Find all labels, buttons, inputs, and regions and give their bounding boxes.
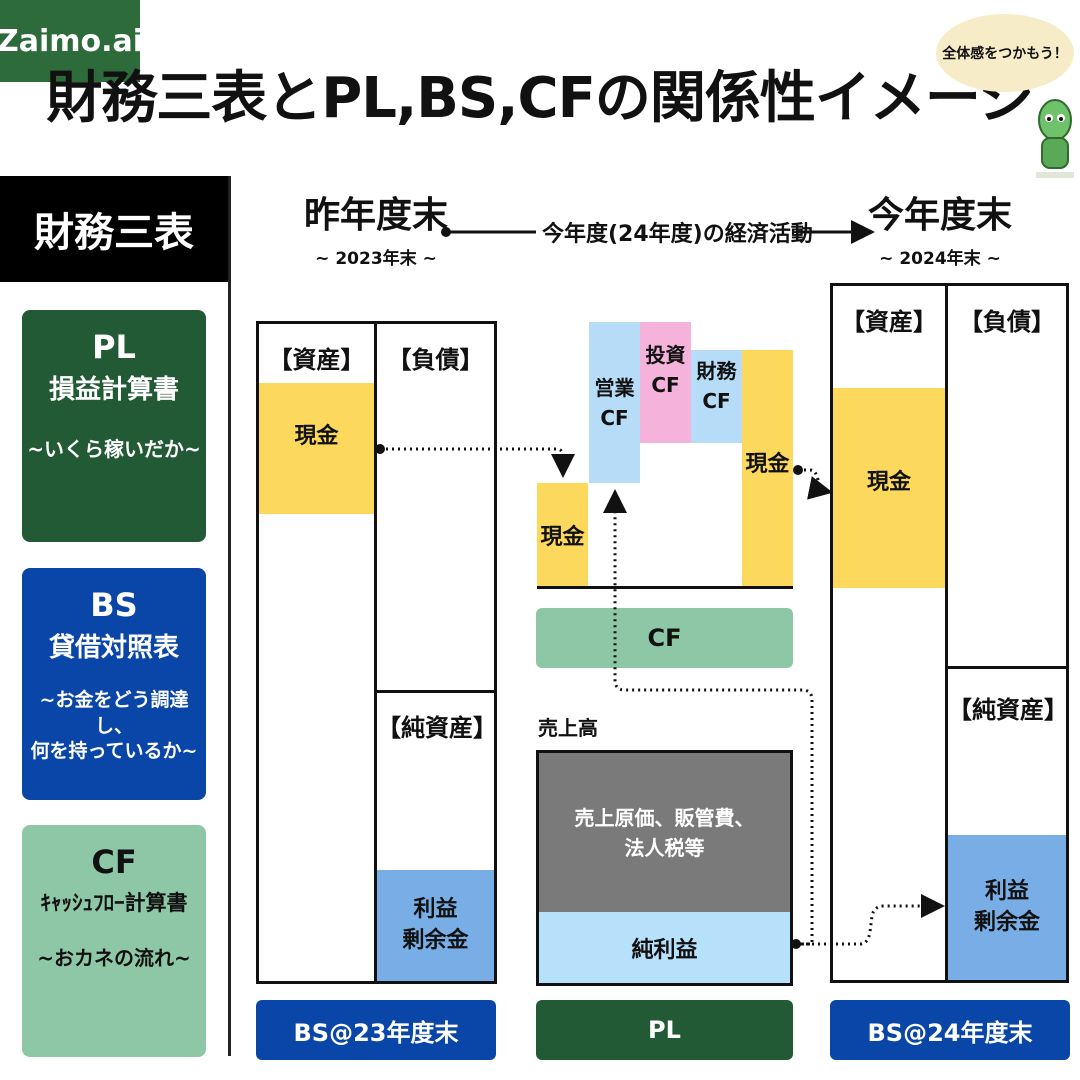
bs-curr-retained: 利益 剰余金 xyxy=(948,835,1066,980)
cf-operating-line1: 営業 xyxy=(594,375,635,400)
timeline-connector xyxy=(441,220,875,244)
card-cf-name: ｷｬｯｼｭﾌﾛｰ計算書 xyxy=(40,891,188,915)
period-end-title: 今年度末 xyxy=(867,195,1012,236)
card-bs-desc-line1: ~お金をどう調達し、 xyxy=(39,688,189,737)
card-cf: CF ｷｬｯｼｭﾌﾛｰ計算書 ~おカネの流れ~ xyxy=(22,825,206,1057)
bs-prev-retained-line1: 利益 xyxy=(413,896,458,922)
pl-costs-line2: 法人税等 xyxy=(624,835,705,860)
bs-curr-equity-divider xyxy=(945,666,1069,669)
pl-costs-line1: 売上原価、販管費、 xyxy=(574,805,755,830)
card-bs: BS 貸借対照表 ~お金をどう調達し、 何を持っているか~ xyxy=(22,568,206,800)
speech-bubble: 全体感をつかもう！ xyxy=(936,14,1074,92)
card-bs-name: 貸借対照表 xyxy=(48,633,179,663)
card-bs-desc: ~お金をどう調達し、 何を持っているか~ xyxy=(22,688,206,765)
bs-prev-cash-label: 現金 xyxy=(294,423,339,449)
cf-operating-line2: CF xyxy=(600,405,629,430)
bs-prev-footer: BS@23年度末 xyxy=(256,1000,496,1060)
period-end-sub: ~ 2024年末 ~ xyxy=(879,249,1001,269)
card-cf-desc: ~おカネの流れ~ xyxy=(37,946,191,971)
pl-footer: PL xyxy=(536,1000,793,1060)
bs-prev-equity-head: 【純資産】 xyxy=(377,714,497,742)
period-start-title: 昨年度末 xyxy=(303,195,448,236)
bs-curr-retained-line1: 利益 xyxy=(984,878,1029,904)
card-pl-name: 損益計算書 xyxy=(48,375,179,405)
net-income-to-cf-arrow xyxy=(603,489,814,949)
pl-costs: 売上原価、販管費、 法人税等 xyxy=(539,753,790,912)
cf-operating: 営業 CF xyxy=(589,322,640,483)
net-income-to-retained-arrow xyxy=(800,894,945,946)
cf-financing: 財務 CF xyxy=(691,350,742,443)
card-bs-abbr: BS xyxy=(90,586,138,624)
cf-end-cash: 現金 xyxy=(742,350,793,587)
cf-baseline xyxy=(537,586,793,589)
card-cf-abbr: CF xyxy=(91,843,137,881)
bs-curr-retained-line2: 剰余金 xyxy=(973,909,1040,935)
bs-prev-retained-line2: 剰余金 xyxy=(402,927,469,953)
card-pl-desc: ~いくら稼いだか~ xyxy=(27,436,201,461)
cf-investing-line1: 投資 xyxy=(645,343,686,367)
pl-revenue-label: 売上高 xyxy=(538,716,598,740)
bs-curr-divider xyxy=(945,283,948,983)
bs-curr-footer: BS@24年度末 xyxy=(830,1000,1070,1060)
bs-prev-assets-head: 【資産】 xyxy=(268,346,365,374)
cf-investing-line2: CF xyxy=(651,373,680,397)
cf-investing: 投資 CF xyxy=(640,322,691,443)
cf-footer: CF xyxy=(536,608,793,668)
card-pl: PL 損益計算書 ~いくら稼いだか~ xyxy=(22,310,206,542)
cash-flow-arrow-start xyxy=(375,444,575,478)
card-pl-abbr: PL xyxy=(92,328,136,366)
bs-prev-equity-divider xyxy=(374,690,497,693)
bs-curr-cash-label: 現金 xyxy=(866,470,911,495)
bs-curr-cash: 現金 xyxy=(833,388,945,588)
brand-logo: Zaimo.ai xyxy=(0,0,143,82)
bs-prev-divider xyxy=(374,321,377,984)
bs-prev-liabilities-head: 【負債】 xyxy=(387,346,484,374)
page-title: 財務三表とPL,BS,CFの関係性イメージ xyxy=(46,65,1035,131)
cash-flow-arrow-end xyxy=(793,465,833,500)
sidebar-divider xyxy=(228,176,231,1056)
mascot-icon xyxy=(1036,99,1074,178)
card-bs-desc-line2: 何を持っているか~ xyxy=(30,740,198,763)
bs-curr-equity-head: 【純資産】 xyxy=(948,696,1068,724)
bs-prev-cash: 現金 xyxy=(259,383,374,514)
bs-curr-assets-head: 【資産】 xyxy=(841,308,937,336)
sidebar-heading: 財務三表 xyxy=(0,176,228,282)
activity-label: 今年度(24年度)の経済活動 xyxy=(542,222,813,247)
cf-financing-line1: 財務 xyxy=(696,359,737,383)
bs-curr-liabilities-head: 【負債】 xyxy=(959,308,1055,336)
period-start-sub: ~ 2023年末 ~ xyxy=(315,249,437,269)
bs-prev-retained: 利益 剰余金 xyxy=(377,870,494,981)
cf-financing-line2: CF xyxy=(702,389,731,413)
pl-net-income: 純利益 xyxy=(539,912,790,983)
cf-start-cash: 現金 xyxy=(537,483,588,587)
